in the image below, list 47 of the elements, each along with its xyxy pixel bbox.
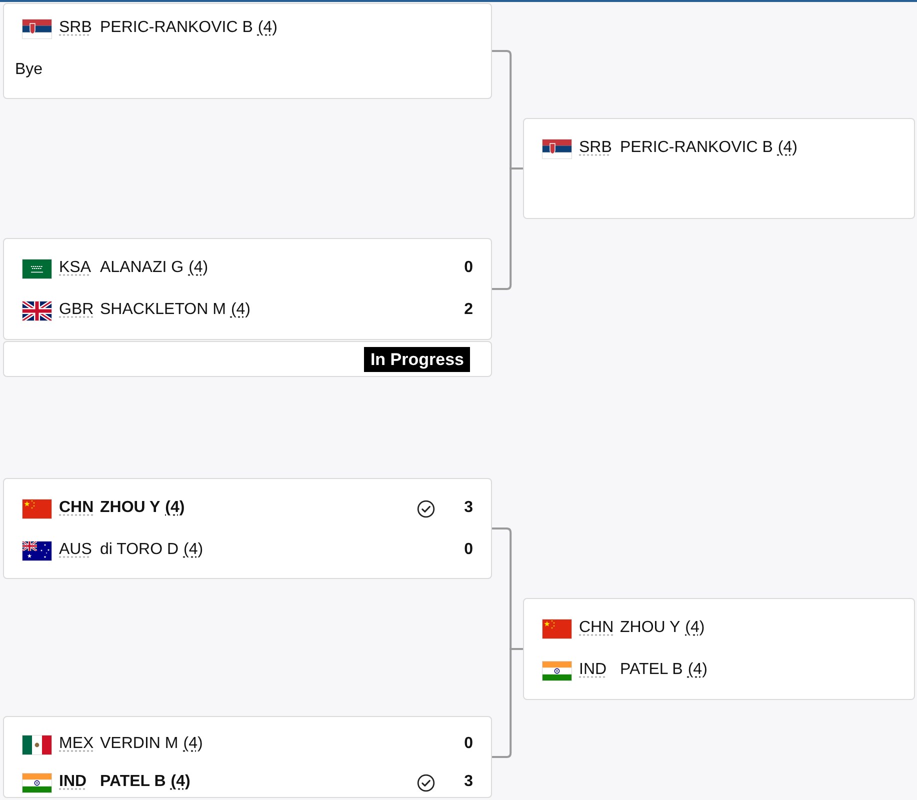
country-code: MEX [59, 734, 94, 754]
seed-number: (4) [258, 18, 278, 38]
player-name: ALANAZI G [100, 258, 184, 278]
match-card [3, 3, 492, 99]
player-name: PATEL B [620, 660, 683, 680]
status-badge: In Progress [364, 347, 470, 372]
country-code: IND [59, 772, 87, 792]
match-card [3, 478, 492, 579]
match-card [523, 598, 915, 700]
country-code: IND [579, 660, 607, 680]
score: 0 [464, 734, 473, 754]
player-name: PERIC-RANKOVIC B [100, 18, 253, 38]
player-name: VERDIN M [100, 734, 178, 754]
score: 2 [464, 300, 473, 320]
seed-number: (4) [230, 300, 251, 320]
player-name: SHACKLETON M [100, 300, 226, 320]
status-strip [3, 341, 492, 377]
country-code: CHN [59, 498, 94, 518]
country-code: KSA [59, 258, 92, 278]
country-code: SRB [579, 138, 612, 158]
player-name: di TORO D [100, 540, 179, 560]
match-card [3, 238, 492, 340]
seed-number: (4) [688, 660, 708, 680]
player-name: ZHOU Y [620, 618, 680, 638]
match-card [523, 118, 915, 219]
country-code: AUS [59, 540, 92, 560]
player-name: ZHOU Y [100, 498, 160, 518]
bracket-connector [492, 168, 523, 290]
country-code: SRB [59, 18, 92, 38]
score: 0 [464, 540, 473, 560]
score: 0 [464, 258, 473, 278]
seed-number: (4) [685, 618, 705, 638]
score: 3 [464, 772, 473, 792]
player-name: PERIC-RANKOVIC B [620, 138, 773, 158]
score: 3 [464, 498, 473, 518]
match-card [3, 716, 492, 798]
seed-number: (4) [184, 540, 204, 560]
player-name: PATEL B [100, 772, 166, 792]
country-code: CHN [579, 618, 614, 638]
seed-number: (4) [778, 138, 798, 158]
seed-number: (4) [188, 258, 208, 278]
seed-number: (4) [183, 734, 203, 754]
country-code: GBR [59, 300, 94, 320]
bye-label: Bye [15, 60, 43, 80]
seed-number: (4) [165, 498, 185, 518]
seed-number: (4) [170, 772, 190, 792]
bracket-connector [492, 648, 523, 758]
